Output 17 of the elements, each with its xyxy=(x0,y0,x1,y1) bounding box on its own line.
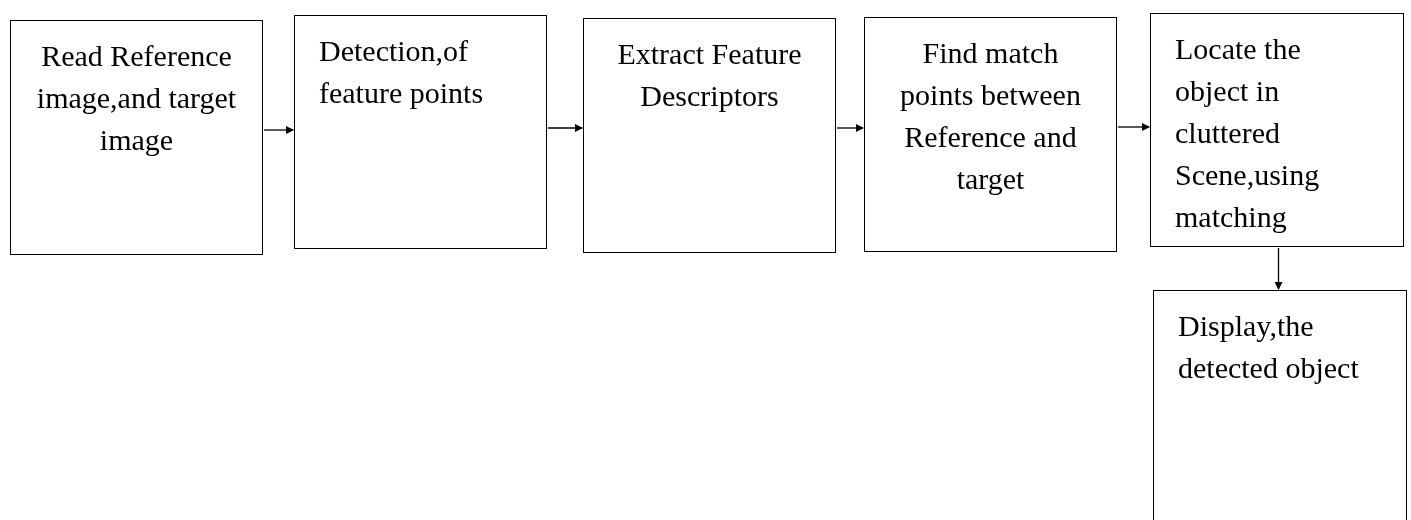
step-label: Extract Feature Descriptors xyxy=(616,36,803,114)
process-box xyxy=(294,15,547,249)
step-label: Locate the object in cluttered Scene,using matching xyxy=(1175,31,1321,235)
process-box xyxy=(1153,290,1407,520)
step-label: Display,the detected object xyxy=(1178,308,1360,386)
arrow xyxy=(547,124,583,132)
arrow xyxy=(1274,247,1283,290)
step-label: Detection,of feature points xyxy=(319,33,485,111)
arrow xyxy=(263,126,294,134)
step-label: Read Reference image,and target image xyxy=(35,38,238,158)
arrow xyxy=(836,124,864,132)
process-box xyxy=(1150,13,1404,247)
process-box xyxy=(583,18,836,253)
step-label: Find match points between Reference and target xyxy=(899,35,1082,197)
process-box xyxy=(864,17,1117,252)
arrow xyxy=(1117,123,1150,131)
process-box xyxy=(10,20,263,255)
